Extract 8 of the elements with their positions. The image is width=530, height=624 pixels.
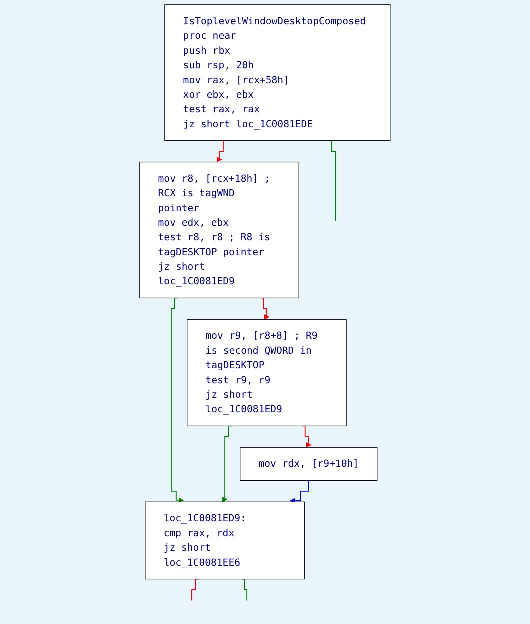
arrow bbox=[290, 480, 310, 504]
node-box: mov r8, [rcx+18h] ; RCX is tagWND pointer mov edx, ebx test r8, r8 ; R8 is tagDESKTOP pointer jz short loc_1C0081ED9 bbox=[139, 162, 300, 299]
connector bbox=[242, 578, 248, 602]
node-box: loc_1C0081ED9: cmp rax, rdx jz short loc_1C0081EE6 bbox=[144, 502, 305, 580]
arrow bbox=[170, 298, 184, 504]
node-box: IsToplevelWindowDesktopComposed proc near push rbx sub rsp, 20h mov rax, [rcx+58h] xor ebx, ebx test rax, rax jz short loc_1C0081EDE bbox=[164, 4, 391, 142]
node-box: mov rdx, [r9+10h] bbox=[240, 447, 378, 481]
node-box: mov r9, [r8+8] ; R9 is second QWORD in tagDESKTOP test r9, r9 jz short loc_1C0081ED9 bbox=[186, 319, 347, 426]
